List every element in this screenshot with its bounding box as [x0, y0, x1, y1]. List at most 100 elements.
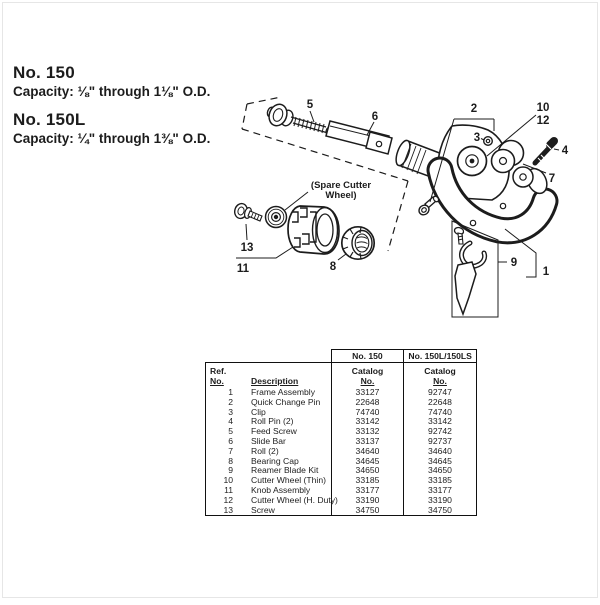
- cell-catalog-150: 34645: [332, 456, 404, 467]
- cell-catalog-150l: 74740: [428, 406, 452, 417]
- roll-pin-part: [532, 137, 558, 166]
- cell-ref-no: 6: [228, 435, 233, 446]
- ref-no-header: Ref. No.: [206, 363, 246, 388]
- callout-13: 13: [241, 242, 254, 254]
- callout-11: 11: [237, 263, 250, 275]
- cell-description: Frame Assembly: [246, 387, 332, 398]
- cell-description: Slide Bar: [246, 436, 332, 447]
- cell-description: Quick Change Pin: [246, 397, 332, 408]
- cell-ref-no: 12: [223, 494, 233, 505]
- cell-ref-no: 4: [228, 416, 233, 427]
- table-row: 8 Bearing Cap 34645 34645: [206, 455, 476, 467]
- cell-description: Knob Assembly: [246, 485, 332, 496]
- cell-description: Screw: [246, 505, 332, 516]
- feed-screw-part: [266, 103, 333, 136]
- cell-catalog-150: 33177: [332, 485, 404, 496]
- cell-catalog-150: 34650: [332, 466, 404, 477]
- bearing-cap-part: [340, 225, 376, 261]
- callout-1: 1: [543, 266, 550, 278]
- cutter-wheel-part: [456, 145, 488, 177]
- callout-3: 3: [474, 132, 480, 144]
- cell-catalog-150l: 92747: [428, 387, 452, 397]
- model-capacity: Capacity: ¼" through 1⅜" O.D.: [13, 131, 211, 146]
- product-models: No. 150 Capacity: ⅛" through 1⅛" O.D. No…: [13, 62, 210, 156]
- catalog-header-150l: Catalog No.: [424, 366, 456, 386]
- table-row: 3 Clip 74740 74740: [206, 406, 476, 418]
- parts-table: No. 150 No. 150L/150LS Ref. No. Descript…: [205, 349, 477, 517]
- callout-leader-lines: [236, 110, 560, 278]
- callout-9: 9: [511, 257, 517, 269]
- cell-ref-no: 10: [223, 475, 233, 486]
- callout-12: 12: [537, 115, 550, 127]
- table-row: 13 Screw 34750 34750: [206, 504, 476, 516]
- cell-catalog-150l: 92742: [428, 426, 452, 437]
- alignment-dashed-lines: [241, 96, 409, 252]
- cell-catalog-150: 74740: [332, 407, 404, 418]
- table-row: 9 Reamer Blade Kit 34650 34650: [206, 465, 476, 477]
- model-name: No. 150: [13, 63, 75, 82]
- cell-catalog-150l: 34640: [428, 445, 452, 456]
- cell-ref-no: 11: [224, 484, 233, 495]
- table-row: 11 Knob Assembly 33177 33177: [206, 484, 476, 496]
- parts-table-head: Ref. No. Description Catalog No. Catalog…: [206, 363, 476, 388]
- callout-2: 2: [471, 103, 477, 115]
- callout-7: 7: [549, 173, 555, 185]
- table-row: 1 Frame Assembly 33127 92747: [206, 387, 476, 398]
- callout-labels: 1 2 3 4 5 6 7 8 9 10 11 12 13: [237, 99, 569, 278]
- callout-6: 6: [372, 111, 378, 123]
- cell-description: Roll (2): [246, 446, 332, 457]
- parts-table-box: Ref. No. Description Catalog No. Catalog…: [205, 362, 477, 517]
- table-row: 6 Slide Bar 33137 92737: [206, 435, 476, 447]
- cell-ref-no: 9: [228, 465, 233, 476]
- catalog-header-150: Catalog No.: [332, 363, 404, 388]
- description-header: Description: [246, 363, 332, 388]
- callout-8: 8: [330, 261, 337, 273]
- model-block: No. 150L Capacity: ¼" through 1⅜" O.D.: [13, 109, 210, 147]
- roll-part: [490, 139, 534, 188]
- slide-bar-part: [325, 120, 393, 155]
- table-row: 5 Feed Screw 33132 92742: [206, 426, 476, 437]
- column-header-no150: No. 150: [330, 349, 405, 362]
- table-row: 7 Roll (2) 34640 34640: [206, 445, 476, 457]
- spare-label-line2: Wheel): [325, 190, 357, 201]
- spare-label-line1: (Spare Cutter: [310, 180, 372, 191]
- cell-catalog-150l: 33190: [428, 494, 452, 505]
- cell-ref-no: 1: [228, 387, 233, 397]
- cell-catalog-150l: 22648: [428, 396, 452, 407]
- cell-description: Feed Screw: [246, 426, 332, 437]
- cell-description: Reamer Blade Kit: [246, 466, 332, 477]
- cell-description: Bearing Cap: [246, 456, 332, 467]
- cell-catalog-150: 33132: [332, 426, 404, 437]
- ref-header-line1: Ref.: [210, 366, 227, 376]
- cell-catalog-150l: 33177: [428, 484, 452, 495]
- reamer-blade-kit-part: [451, 220, 499, 318]
- cell-catalog-150l: 33185: [428, 475, 452, 486]
- model-capacity: Capacity: ⅛" through 1⅛" O.D.: [13, 84, 211, 99]
- cell-catalog-150: 22648: [332, 397, 404, 408]
- cell-catalog-150: 33190: [332, 495, 404, 506]
- model-name: No. 150L: [13, 110, 86, 129]
- cell-ref-no: 8: [228, 455, 233, 466]
- clip-part: [483, 135, 494, 146]
- cell-ref-no: 3: [228, 406, 233, 417]
- callout-10: 10: [537, 102, 550, 114]
- cell-ref-no: 2: [228, 396, 233, 407]
- parts-table-model-header: No. 150 No. 150L/150LS: [205, 349, 477, 362]
- cell-description: Cutter Wheel (Thin): [246, 475, 332, 486]
- cell-catalog-150: 34750: [332, 505, 404, 516]
- parts-table-body: 1 Frame Assembly 33127 92747 2 Quick Cha…: [206, 387, 476, 516]
- cell-description: Roll Pin (2): [246, 417, 332, 428]
- screw-part: [234, 202, 263, 222]
- cell-catalog-150: 34640: [332, 446, 404, 457]
- cell-catalog-150l: 92737: [428, 435, 452, 446]
- cell-catalog-150: 33142: [332, 417, 404, 428]
- cell-ref-no: 13: [223, 504, 233, 515]
- cell-catalog-150: 33185: [332, 475, 404, 486]
- spare-cutter-wheel-label: (Spare Cutter Wheel): [296, 181, 386, 201]
- cell-ref-no: 5: [228, 426, 233, 437]
- callout-5: 5: [307, 99, 314, 111]
- ref-header-line2: No.: [210, 376, 224, 386]
